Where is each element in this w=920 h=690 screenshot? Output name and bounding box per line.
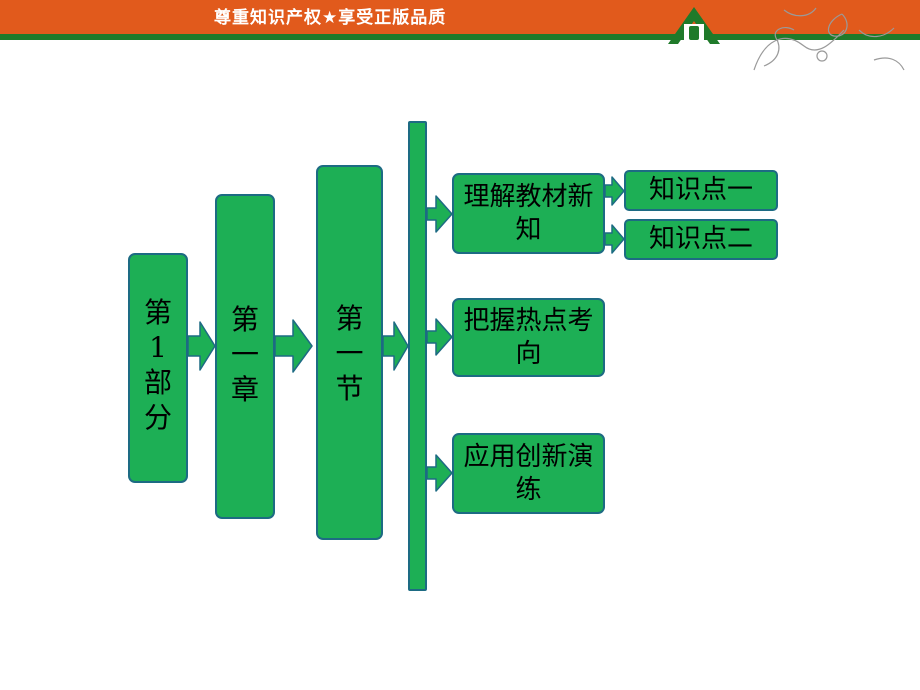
banner-stripe: [0, 34, 920, 40]
floral-ornament-icon: [753, 7, 905, 71]
arrow-right-icon: [604, 224, 625, 254]
arrow-right-icon: [274, 319, 313, 373]
logo-icon: [668, 7, 720, 44]
chapter-label: 第一章: [230, 303, 259, 406]
section-label: 第一节: [335, 302, 364, 405]
connector-bar: [408, 121, 427, 591]
knowledge-point-1: 知识点一: [624, 170, 778, 211]
section-item-label: 应用创新演练: [463, 441, 594, 505]
knowledge-point-label: 知识点二: [648, 224, 753, 254]
section-item-practice: 应用创新演练: [452, 433, 605, 514]
arrow-right-icon: [604, 176, 625, 206]
arrow-right-icon: [426, 318, 453, 356]
banner-bar: [0, 0, 920, 34]
section-box: 第一节: [316, 165, 383, 540]
section-item-label: 理解教材新知: [463, 181, 594, 245]
knowledge-point-label: 知识点一: [648, 175, 753, 205]
section-item-label: 把握热点考向: [463, 305, 594, 369]
arrow-right-icon: [426, 454, 453, 492]
section-item-hotspots: 把握热点考向: [452, 298, 605, 377]
arrow-right-icon: [382, 321, 409, 371]
arrow-right-icon: [187, 321, 216, 371]
section-item-understand: 理解教材新知: [452, 173, 605, 254]
chapter-box: 第一章: [215, 194, 275, 519]
part-label: 第1部分: [143, 296, 172, 434]
knowledge-point-2: 知识点二: [624, 219, 778, 260]
banner-slogan: 尊重知识产权★享受正版品质: [214, 8, 447, 28]
part-box: 第1部分: [128, 253, 188, 483]
arrow-right-icon: [426, 195, 453, 233]
header-banner: 尊重知识产权★享受正版品质: [0, 0, 920, 40]
